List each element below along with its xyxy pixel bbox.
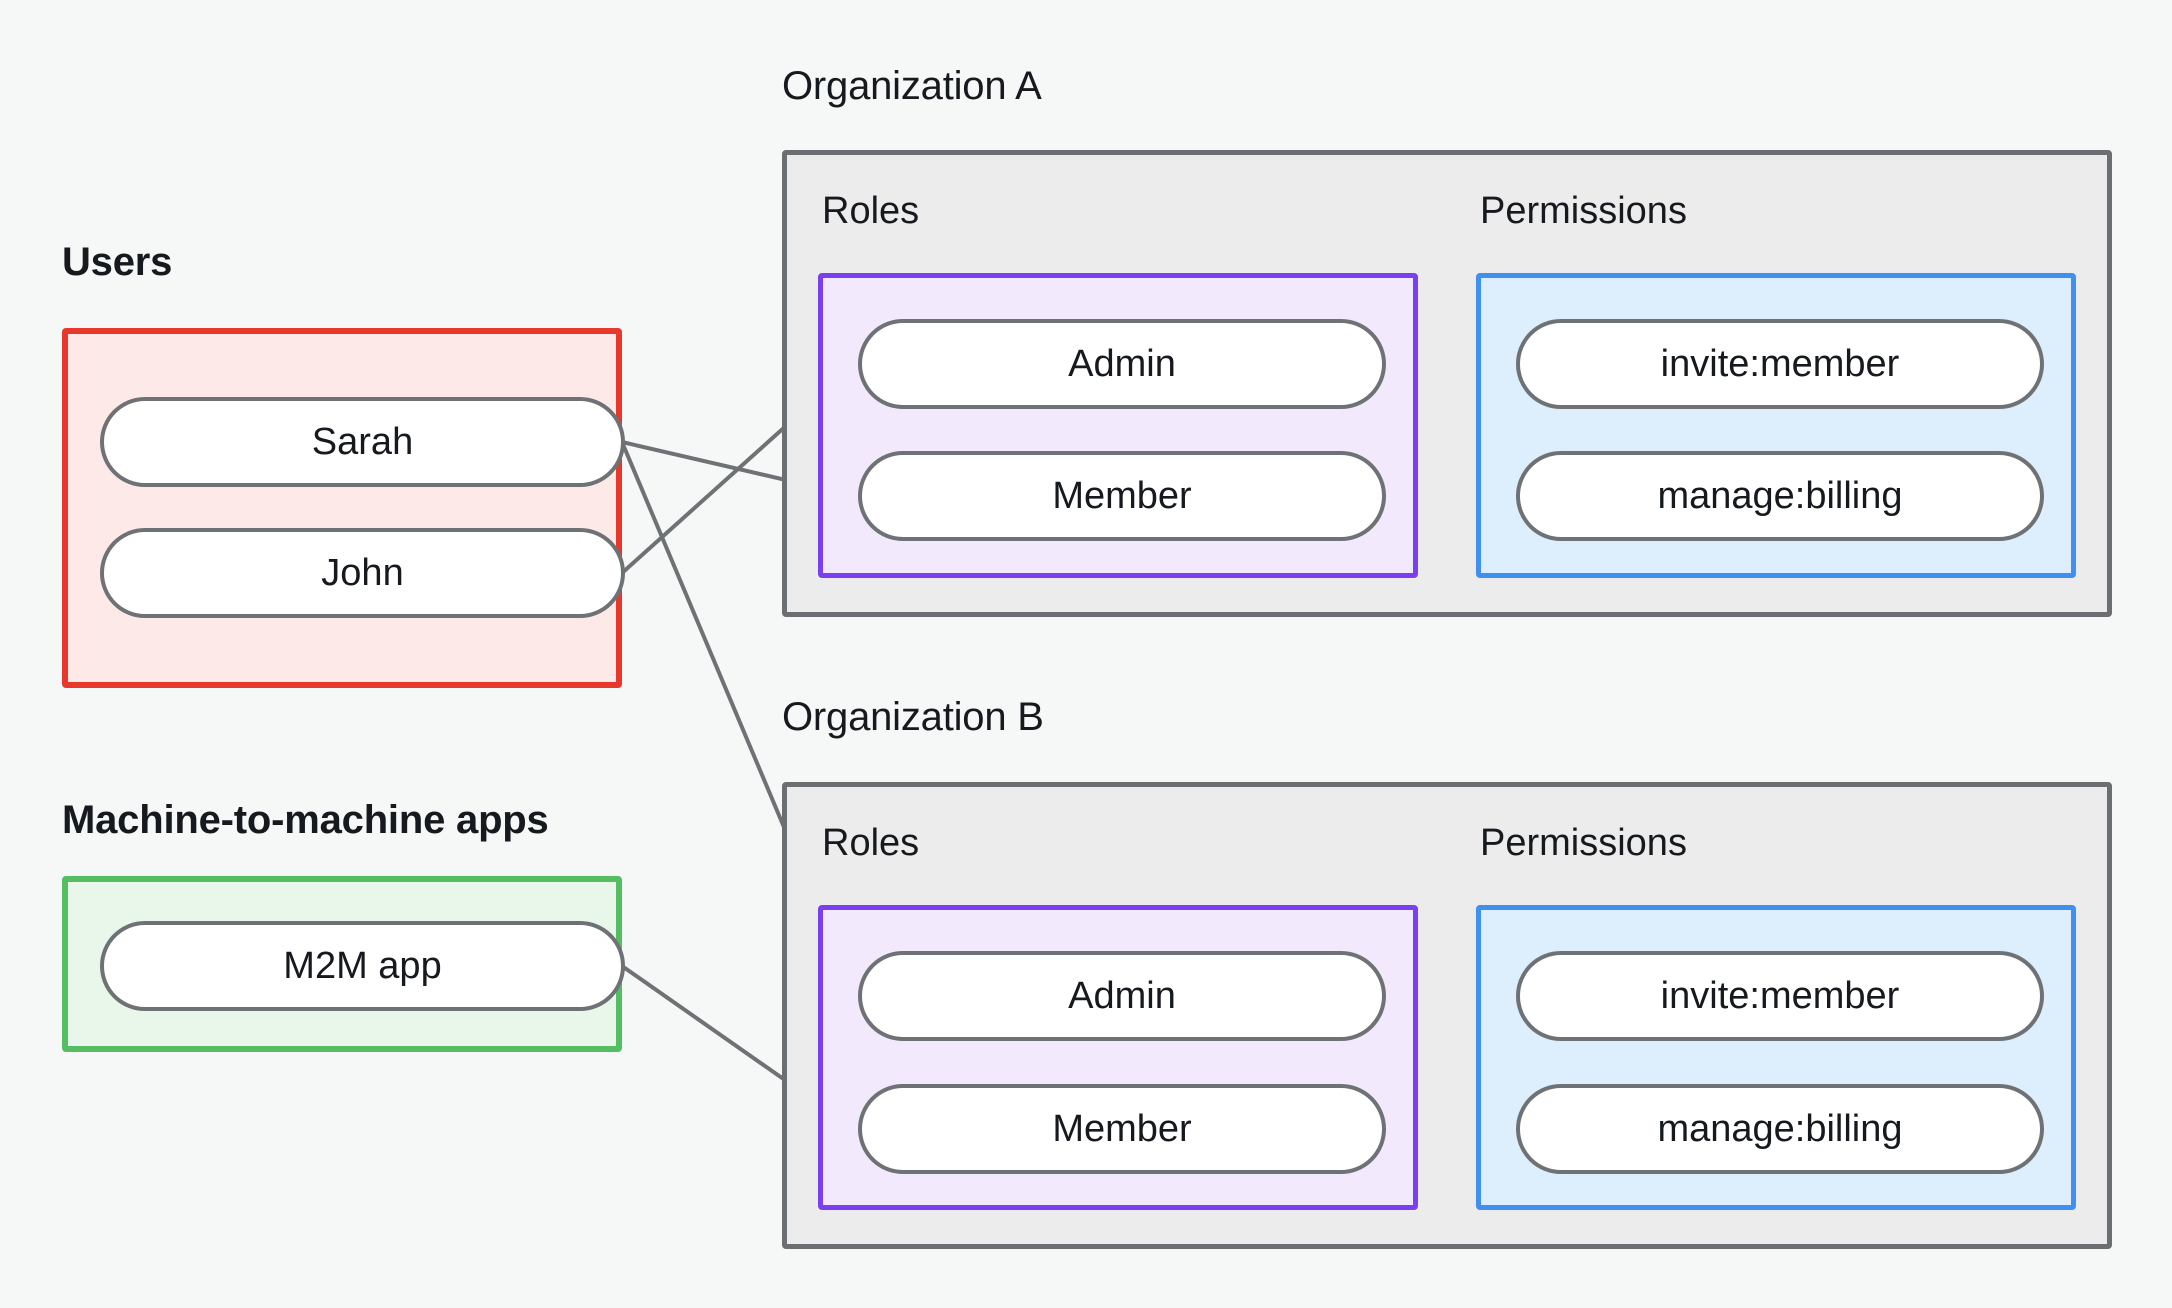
org-b-role-pill-member-label: Member bbox=[1052, 1107, 1192, 1150]
org-b-permission-pill-manage-billing-label: manage:billing bbox=[1657, 1107, 1903, 1150]
org-a-permission-pill-invite-member-label: invite:member bbox=[1660, 342, 1900, 385]
user-pill-john[interactable]: John bbox=[100, 528, 625, 618]
org-b-permission-pill-manage-billing[interactable]: manage:billing bbox=[1516, 1084, 2044, 1174]
org-a-role-pill-member-label: Member bbox=[1052, 474, 1192, 517]
org-a-role-pill-member[interactable]: Member bbox=[858, 451, 1386, 541]
m2m-caption: Machine-to-machine apps bbox=[62, 798, 549, 842]
user-pill-sarah-label: Sarah bbox=[311, 420, 414, 463]
org-b-roles-label: Roles bbox=[822, 822, 920, 864]
org-a-permission-pill-invite-member[interactable]: invite:member bbox=[1516, 319, 2044, 409]
org-b-caption: Organization B bbox=[782, 695, 1044, 739]
user-pill-john-label: John bbox=[321, 551, 404, 594]
org-a-role-pill-admin-label: Admin bbox=[1068, 342, 1176, 385]
org-a-permission-pill-manage-billing[interactable]: manage:billing bbox=[1516, 451, 2044, 541]
users-group-box bbox=[62, 328, 622, 688]
users-caption: Users bbox=[62, 240, 173, 284]
org-b-permission-pill-invite-member-label: invite:member bbox=[1660, 974, 1900, 1017]
user-pill-sarah[interactable]: Sarah bbox=[100, 397, 625, 487]
m2m-pill-app-label: M2M app bbox=[283, 944, 442, 987]
org-b-role-pill-member[interactable]: Member bbox=[858, 1084, 1386, 1174]
org-a-role-pill-admin[interactable]: Admin bbox=[858, 319, 1386, 409]
org-a-caption: Organization A bbox=[782, 64, 1042, 108]
org-b-role-pill-admin-label: Admin bbox=[1068, 974, 1176, 1017]
org-a-permission-pill-manage-billing-label: manage:billing bbox=[1657, 474, 1903, 517]
org-a-permissions-label: Permissions bbox=[1480, 190, 1687, 232]
org-a-roles-label: Roles bbox=[822, 190, 920, 232]
org-b-permissions-label: Permissions bbox=[1480, 822, 1687, 864]
m2m-pill-app[interactable]: M2M app bbox=[100, 921, 625, 1011]
org-b-role-pill-admin[interactable]: Admin bbox=[858, 951, 1386, 1041]
org-b-permission-pill-invite-member[interactable]: invite:member bbox=[1516, 951, 2044, 1041]
